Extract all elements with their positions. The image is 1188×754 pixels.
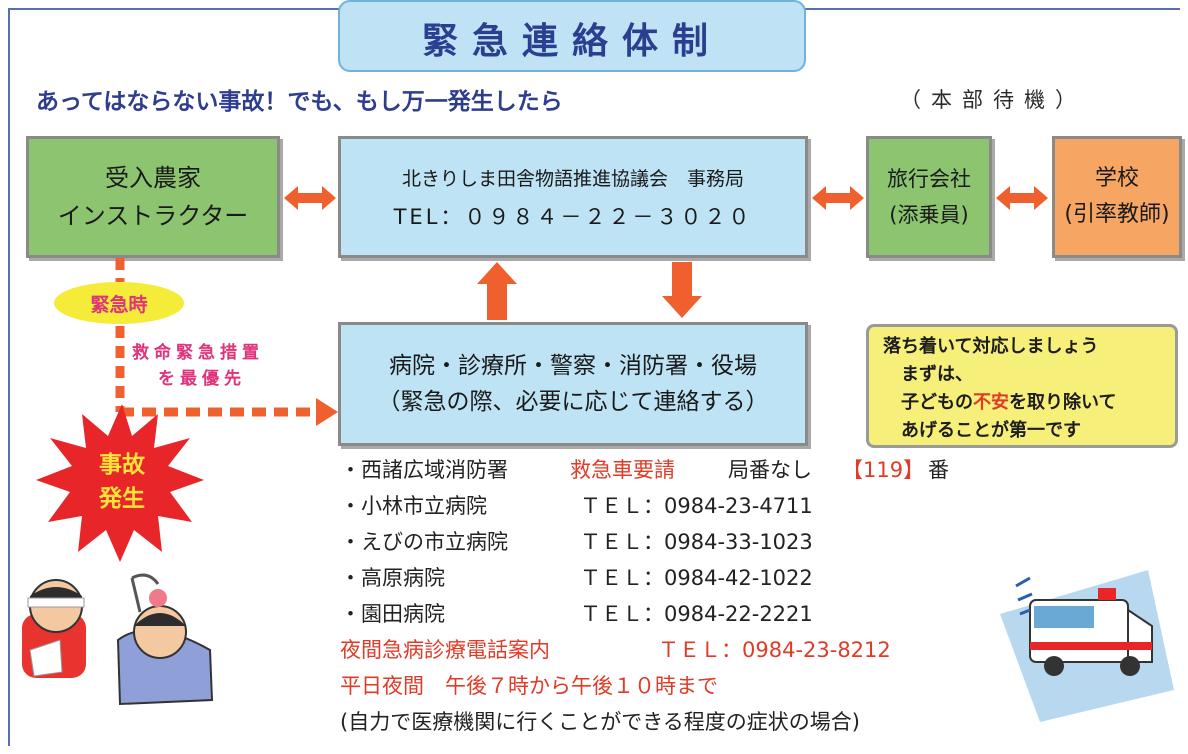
calm-line-1: 落ち着いて対応しましょう [883,336,1099,357]
up-arrow-icon [477,262,517,320]
calm-line-3: 子どもの不安を取り除いて [901,392,1117,413]
ambulance-illustration [1000,570,1174,722]
school-label: 学校 [1094,166,1139,191]
hospital-name: ・小林市立病院 [340,494,487,518]
travel-label: 旅行会社 [887,167,971,191]
school-box: 学校 (引率教師) [1052,136,1182,258]
night-hours: 平日夜間 午後７時から午後１０時まで [340,674,718,698]
night-clinic-tel: ＴＥＬ：0984-23-8212 [658,638,891,662]
travel-sub-label: (添乗員) [889,203,969,227]
standby-note: （本部待機） [900,88,1086,112]
no-area-code: 局番なし [728,458,812,482]
priority-note: 救命緊急措置 を最優先 [132,340,264,392]
emergency-label: 緊急時 [54,282,184,324]
calm-line-4: あげることが第一です [901,420,1081,441]
page-title: 緊急連絡体制 [421,21,722,62]
priority-line-2: を最優先 [158,369,246,389]
double-arrow-icon [284,186,336,210]
hospital-name: ・高原病院 [340,566,445,590]
double-arrow-icon [812,186,864,210]
accident-line-1: 事故 [99,452,145,478]
calm-advice-box: 落ち着いて対応しましょう まずは、 子どもの不安を取り除いて あげることが第一で… [866,324,1178,448]
subtitle: あってはならない事故！でも、もし万一発生したら [36,89,563,115]
hospital-name: ・園田病院 [340,602,445,626]
starburst-icon [36,404,204,562]
dotted-arrow-head-icon [316,398,338,426]
school-sub-label: (引率教師) [1064,202,1170,227]
calm-line-2: まずは、 [901,364,973,385]
office-box: 北きりしま田舎物語推進協議会 事務局 TEL：０９８４－２２－３０２０ [338,136,808,258]
hospital-label: 病院・診療所・警察・消防署・役場 [389,353,757,379]
hospital-tel: ＴＥＬ：0984-23-4711 [580,494,813,518]
hospital-tel: ＴＥＬ：0984-33-1023 [580,530,813,554]
hospital-tel: ＴＥＬ：0984-22-2221 [580,602,813,626]
hospital-name: ・えびの市立病院 [340,530,508,554]
accident-label: 事故 発生 [82,448,162,516]
office-name: 北きりしま田舎物語推進協議会 事務局 [401,167,744,190]
hospital-tel: ＴＥＬ：0984-42-1022 [580,566,813,590]
office-tel: TEL：０９８４－２２－３０２０ [393,204,753,229]
night-clinic-name: 夜間急病診療電話案内 [340,638,550,662]
injured-children-illustration [22,573,214,706]
hospital-box: 病院・診療所・警察・消防署・役場 （緊急の際、必要に応じて連絡する） [338,322,808,446]
priority-line-1: 救命緊急措置 [132,343,264,363]
title-banner: 緊急連絡体制 [338,0,806,72]
travel-agency-box: 旅行会社 (添乗員) [866,136,992,258]
farm-label: 受入農家 [105,164,201,192]
night-note: (自力で医療機関に行くことができる程度の症状の場合) [340,710,860,734]
farm-instructor-box: 受入農家 インストラクター [26,136,280,258]
accident-line-2: 発生 [99,486,145,512]
fire-station-name: ・西諸広域消防署 [340,458,508,482]
ambulance-request: 救急車要請 [570,458,675,482]
number-suffix: 番 [928,458,949,482]
double-arrow-icon [996,186,1048,210]
instructor-label: インストラクター [57,202,249,230]
emergency-number: 【119】 [842,458,925,482]
down-arrow-icon [662,262,702,318]
hospital-note: （緊急の際、必要に応じて連絡する） [377,389,769,415]
